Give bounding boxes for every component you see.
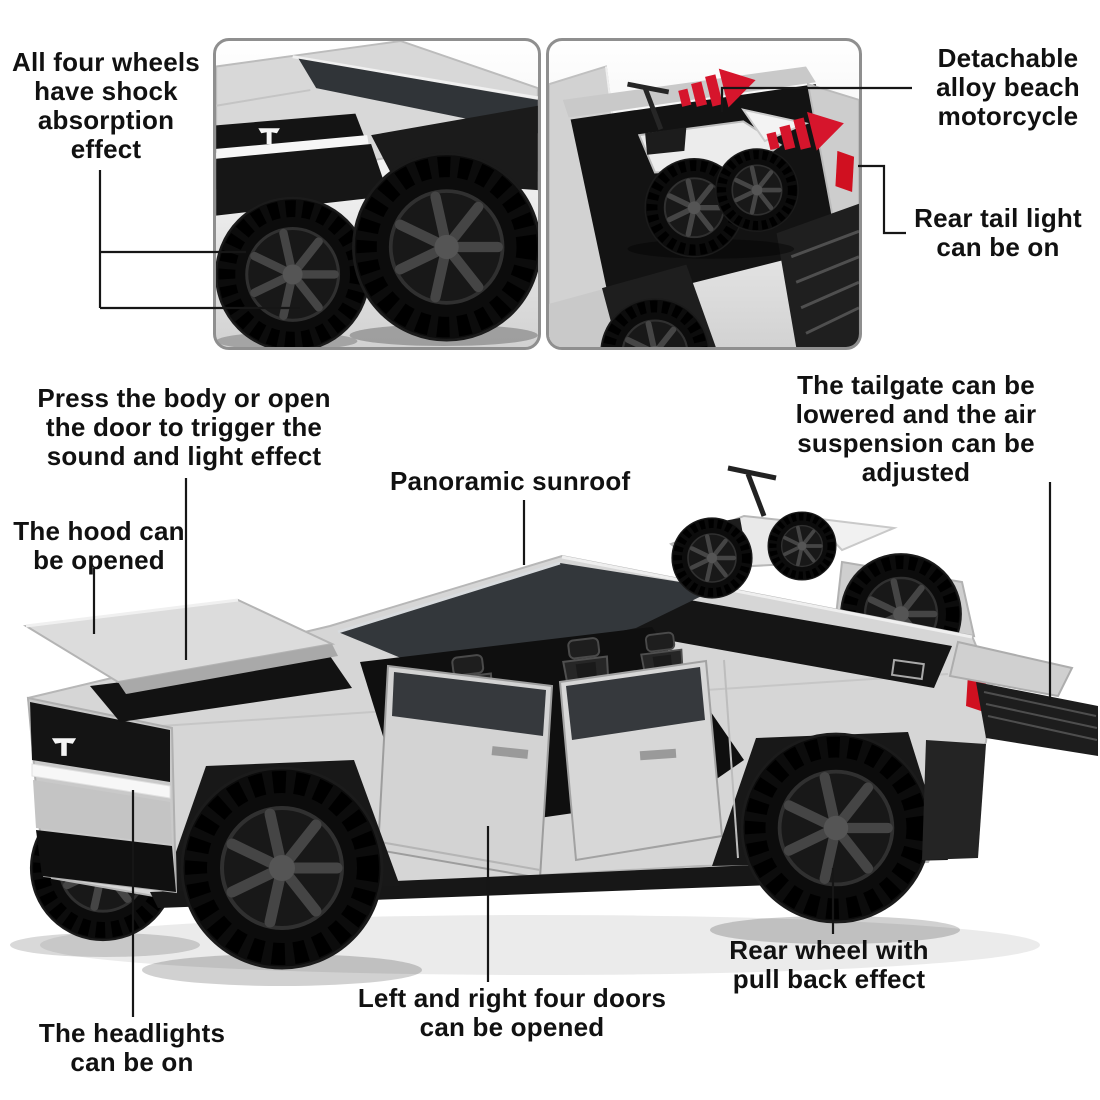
headlight-bar xyxy=(31,763,171,799)
truck-front-closeup xyxy=(216,41,538,347)
label-tailgate-suspension: The tailgate can be lowered and the air … xyxy=(795,370,1037,488)
beach-motorcycle xyxy=(627,81,810,257)
open-hood xyxy=(23,598,352,722)
truck-front-face xyxy=(26,696,178,894)
lowered-tailgate-ramp xyxy=(948,640,1098,756)
open-front-door xyxy=(376,664,554,880)
label-shock-absorption: All four wheels have shock absorption ef… xyxy=(12,47,200,165)
right-front-wheel xyxy=(353,154,538,340)
left-front-wheel xyxy=(216,198,369,347)
truck-photo xyxy=(10,465,1098,986)
panoramic-sunroof-glass xyxy=(338,563,718,670)
label-rear-wheel-pullback: Rear wheel with pull back effect xyxy=(729,935,929,995)
bed-motorcycle-photo xyxy=(549,60,859,347)
label-hood-open: The hood can be opened xyxy=(13,516,185,576)
truck-bed-closeup xyxy=(549,60,859,347)
front-wheel xyxy=(182,768,382,968)
label-headlights-on: The headlights can be on xyxy=(38,1018,226,1078)
inset-bed-motorcycle xyxy=(546,38,862,350)
label-detachable-motorcycle: Detachable alloy beach motorcycle xyxy=(936,43,1080,132)
label-rear-tail-light: Rear tail light can be on xyxy=(914,203,1082,263)
rear-tail-light xyxy=(835,150,855,193)
label-panoramic-sunroof: Panoramic sunroof xyxy=(390,466,631,496)
label-four-doors-open: Left and right four doors can be opened xyxy=(357,983,667,1043)
windshield-glass xyxy=(298,58,538,134)
inset-front-wheels xyxy=(213,38,541,350)
open-rear-door xyxy=(558,659,724,862)
label-sound-light-effect: Press the body or open the door to trigg… xyxy=(37,383,331,472)
front-wheels-photo xyxy=(216,41,538,347)
rear-wheel xyxy=(742,734,930,922)
beach-motorcycle-on-bed xyxy=(671,465,898,598)
